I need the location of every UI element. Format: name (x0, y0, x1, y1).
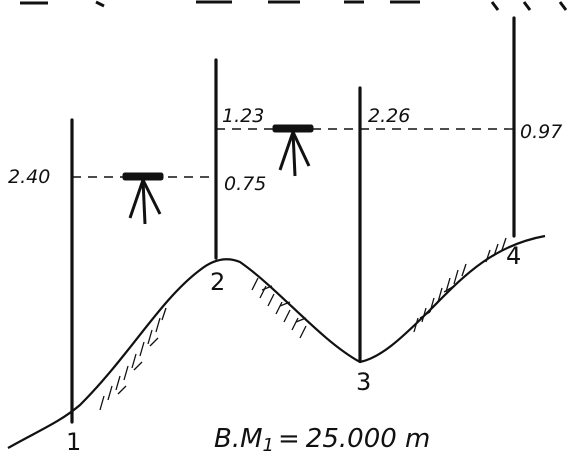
level-instrument-icon (122, 172, 164, 225)
station-label-4: 4 (506, 242, 521, 270)
station-labels: 1 2 3 4 (66, 242, 521, 456)
station-label-3: 3 (356, 368, 371, 396)
reading-backsight-setup-2: 1.23 (222, 105, 264, 127)
benchmark-label: B.M (214, 424, 263, 454)
cropped-top-marks (20, 0, 568, 11)
benchmark-value: 25.000 m (306, 424, 431, 454)
benchmark-subscript: 1 (263, 435, 274, 456)
hatched-ground-icon (99, 237, 507, 411)
benchmark-note: B.M1=25.000 m (214, 424, 430, 456)
reading-backsight-setup-1: 2.40 (8, 166, 50, 188)
level-instrument-icon (272, 124, 314, 177)
reading-foresight-setup-2: 2.26 (368, 105, 410, 127)
staff-readings: 2.40 0.75 1.23 2.26 0.97 (8, 105, 562, 195)
reading-foresight-setup-3: 0.97 (520, 121, 562, 143)
leveling-staffs (70, 16, 516, 424)
benchmark-equals: = (278, 424, 300, 454)
station-label-1: 1 (66, 428, 81, 456)
reading-foresight-setup-1: 0.75 (224, 173, 266, 195)
station-label-2: 2 (210, 268, 225, 296)
